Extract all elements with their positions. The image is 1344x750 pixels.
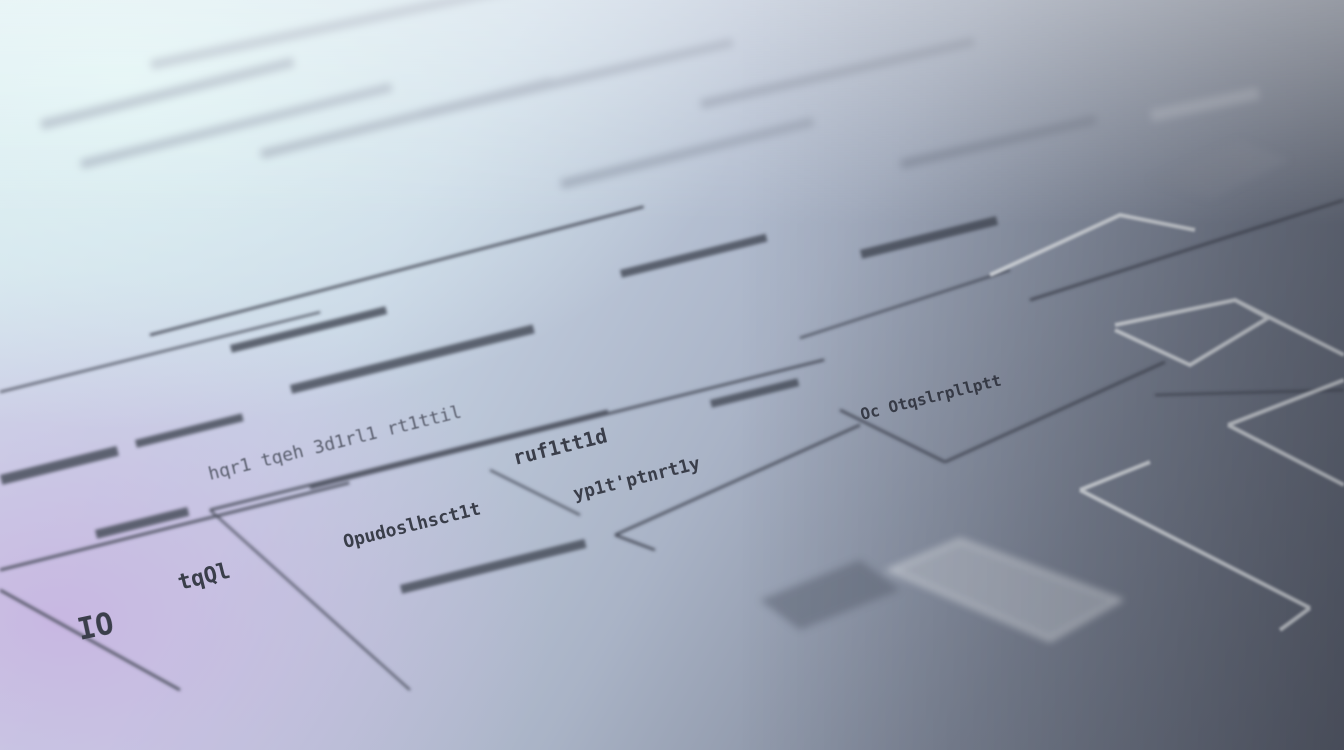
io-label: IO: [74, 606, 117, 648]
diagram-label-d: Opudoslhsct1t: [341, 498, 483, 552]
far-text-rows: [40, 0, 1261, 189]
near-text-fragments: [0, 216, 999, 594]
diagram-label-c: hqr1 tqeh 3d1rl1 rt1ttil: [206, 402, 463, 485]
diagram-lines: [0, 198, 1344, 692]
diagram-label-e: yp1t'ptnrt1y: [571, 453, 702, 505]
blurred-boxes: [760, 140, 1290, 643]
diagram-label-f: tqQl: [175, 559, 232, 596]
highlight-boxes: [989, 212, 1344, 632]
diagram-label-a: Oc Otqslrpllptt: [858, 370, 1003, 423]
